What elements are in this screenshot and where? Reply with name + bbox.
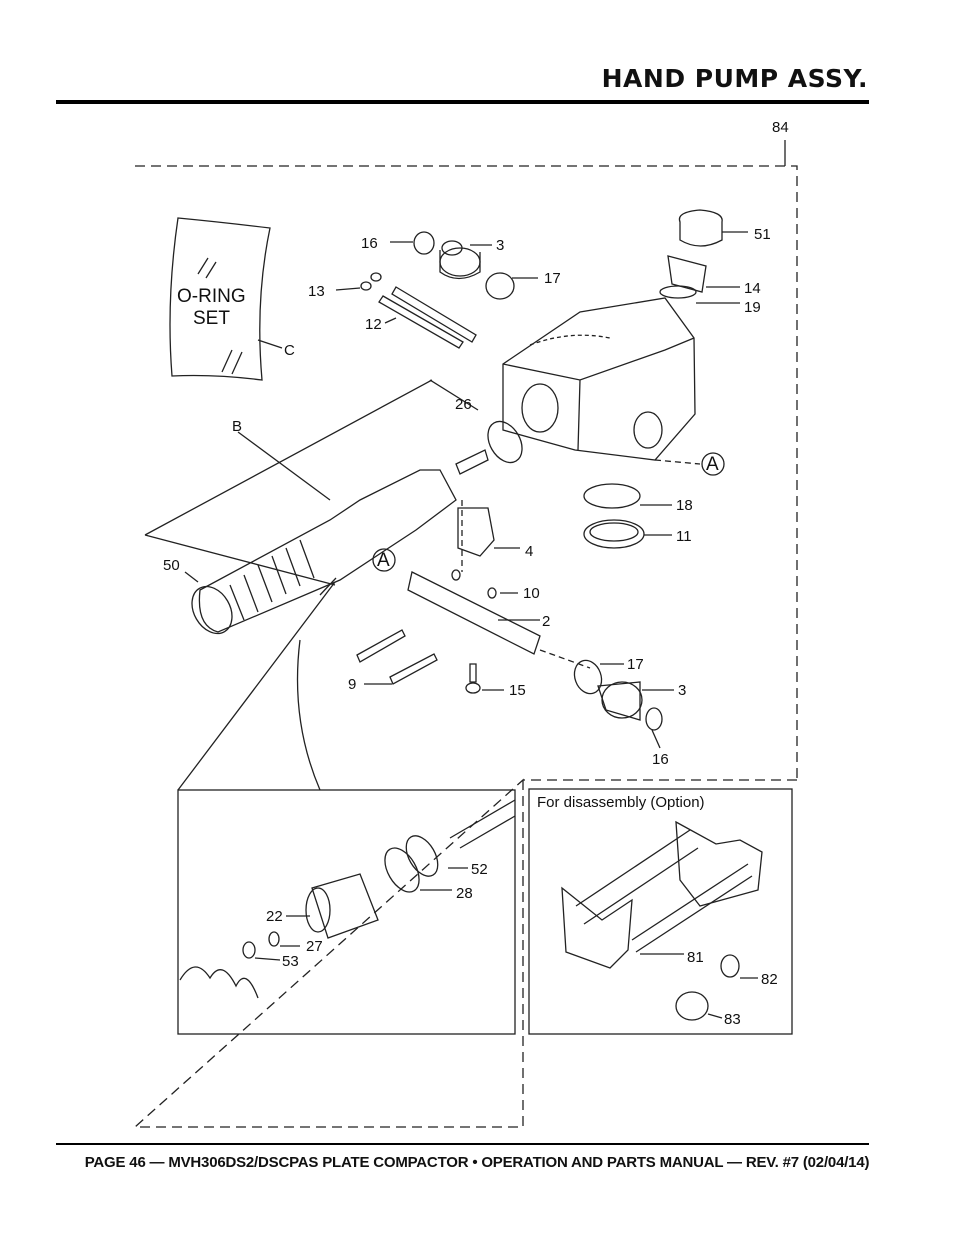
bag-label-line2: SET: [193, 308, 230, 329]
detail-inset: [177, 789, 516, 1035]
callout-81: 81: [687, 949, 704, 966]
callout-13: 13: [308, 283, 325, 300]
callout-53: 53: [282, 953, 299, 970]
callout-50: 50: [163, 557, 180, 574]
callout-28: 28: [456, 885, 473, 902]
disassembly-inset: [528, 788, 793, 1035]
callout-16-top: 16: [361, 235, 378, 252]
callout-3-top: 3: [496, 237, 504, 254]
callout-10: 10: [523, 585, 540, 602]
callout-18: 18: [676, 497, 693, 514]
pump-cylinder: [198, 469, 457, 633]
callout-2: 2: [542, 613, 550, 630]
callout-A-left: A: [377, 550, 390, 571]
header-rule: [56, 100, 869, 104]
callout-C: C: [284, 342, 295, 359]
callout-22: 22: [266, 908, 283, 925]
oring-bag: [169, 217, 271, 381]
kit-boundary: [133, 165, 798, 1128]
inset-title: For disassembly (Option): [537, 794, 705, 811]
callout-A-right: A: [706, 454, 719, 475]
page-title: HAND PUMP ASSY.: [601, 64, 868, 93]
bag-label-line1: O-RING: [177, 286, 246, 307]
callout-19: 19: [744, 299, 761, 316]
callout-9: 9: [348, 676, 356, 693]
shaft: [407, 571, 541, 655]
callout-4: 4: [525, 543, 533, 560]
callout-52: 52: [471, 861, 488, 878]
callout-11: 11: [676, 528, 692, 545]
callout-84: 84: [772, 119, 789, 136]
callout-3-bottom: 3: [678, 682, 686, 699]
pump-body: [502, 297, 696, 461]
callout-51: 51: [754, 226, 771, 243]
callout-17-top: 17: [544, 270, 561, 287]
footer-rule: [56, 1143, 869, 1145]
callout-26: 26: [455, 396, 472, 413]
callout-16-bottom: 16: [652, 751, 669, 768]
callout-17-bottom: 17: [627, 656, 644, 673]
callout-83: 83: [724, 1011, 741, 1028]
callout-15: 15: [509, 682, 526, 699]
callout-14: 14: [744, 280, 761, 297]
callout-B: B: [232, 418, 242, 435]
callout-12: 12: [365, 316, 382, 333]
page-footer: PAGE 46 — MVH306DS2/DSCPAS PLATE COMPACT…: [84, 1154, 870, 1171]
callout-27: 27: [306, 938, 323, 955]
callout-82: 82: [761, 971, 778, 988]
